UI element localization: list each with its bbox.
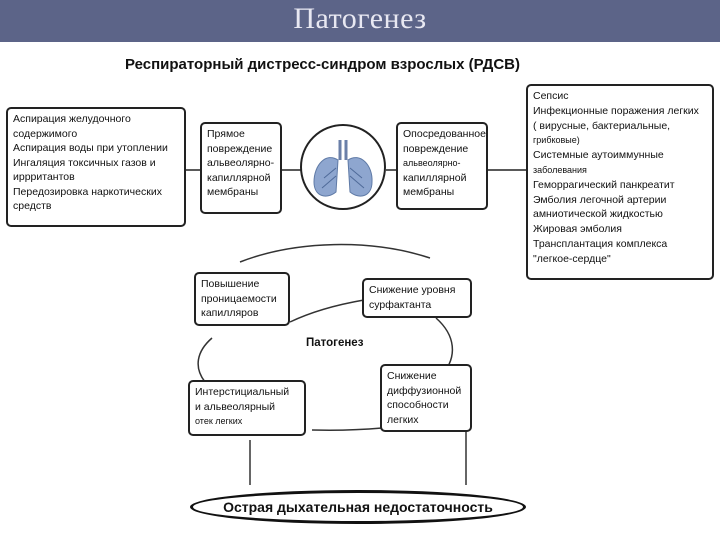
box-direct-damage: Прямое повреждение альвеолярно- капилляр… [200,122,282,214]
lungs-icon [300,124,386,210]
permeability-line: Повышение [201,278,260,290]
center-label: Патогенез [306,337,364,349]
right-cause-line: Геморрагический панкреатит [533,178,675,191]
indirect-damage-line: Опосредованное [403,128,486,140]
edema-line: Интерстициальный [195,386,290,398]
outcome-label: Острая дыхательная недостаточность [223,499,493,515]
left-cause-line: Ингаляция токсичных газов и [13,156,156,169]
left-cause-line: средств [13,200,52,212]
box-diffusion: Снижение диффузионной способности легких [380,364,472,432]
left-cause-line: Аспирация желудочного [13,113,131,125]
left-cause-line: Аспирация воды при утоплении [13,142,168,154]
box-indirect-causes: Сепсис Инфекционные поражения легких ( в… [526,84,714,280]
right-cause-line: Инфекционные поражения легких [533,104,699,117]
direct-damage-line: капиллярной [207,171,271,184]
direct-damage-line: повреждение [207,142,273,155]
permeability-line: проницаемости [201,292,277,305]
right-cause-line: Жировая эмболия [533,223,622,236]
right-cause-line: грибковые) [533,135,580,146]
box-surfactant: Снижение уровня сурфактанта [362,278,472,318]
box-indirect-damage: Опосредованное повреждение альвеолярно- … [396,122,488,210]
indirect-damage-line: альвеолярно- [403,158,461,168]
diffusion-line: способности [387,399,449,411]
box-direct-causes: Аспирация желудочного содержимого Аспира… [6,107,186,227]
direct-damage-line: мембраны [207,186,259,198]
indirect-damage-line: мембраны [403,186,455,198]
right-cause-line: "легкое-сердце" [533,252,611,265]
right-cause-line: Сепсис [533,90,569,102]
cycle-arc-top [239,243,431,263]
left-cause-line: содержимого [13,127,78,140]
slide-header: Патогенез [0,0,720,42]
diffusion-line: диффузионной [387,384,462,397]
box-edema: Интерстициальный и альвеолярный отек лег… [188,380,306,436]
box-permeability: Повышение проницаемости капилляров [194,272,290,326]
edema-line: отек легких [195,416,243,426]
indirect-damage-line: капиллярной [403,171,467,184]
cycle-arc-left [197,337,213,383]
right-cause-line: амниотической жидкостью [533,208,663,221]
edema-line: и альвеолярный [195,400,275,413]
surfactant-line: Снижение уровня [369,284,456,296]
cycle-arc-upper [289,299,365,323]
outcome-ellipse: Острая дыхательная недостаточность [190,490,526,524]
right-cause-line: Трансплантация комплекса [533,237,668,250]
cycle-arc-bottom [311,427,383,431]
permeability-line: капилляров [201,307,259,319]
left-cause-line: иррритантов [13,171,75,183]
right-cause-line: заболевания [533,164,587,175]
right-cause-line: ( вирусные, бактериальные, [533,119,671,132]
right-cause-line: Системные аутоиммунные [533,149,664,162]
slide-title: Патогенез [293,2,427,35]
diagram-title: Респираторный дистресс-синдром взрослых … [125,56,520,73]
direct-damage-line: альвеолярно- [207,157,275,169]
surfactant-line: сурфактанта [369,298,432,311]
diffusion-line: Снижение [387,370,437,382]
right-cause-line: Эмболия легочной артерии [533,193,667,206]
indirect-damage-line: повреждение [403,142,469,155]
left-cause-line: Передозировка наркотических [13,185,162,198]
diffusion-line: легких [387,413,419,426]
direct-damage-line: Прямое [207,128,245,140]
